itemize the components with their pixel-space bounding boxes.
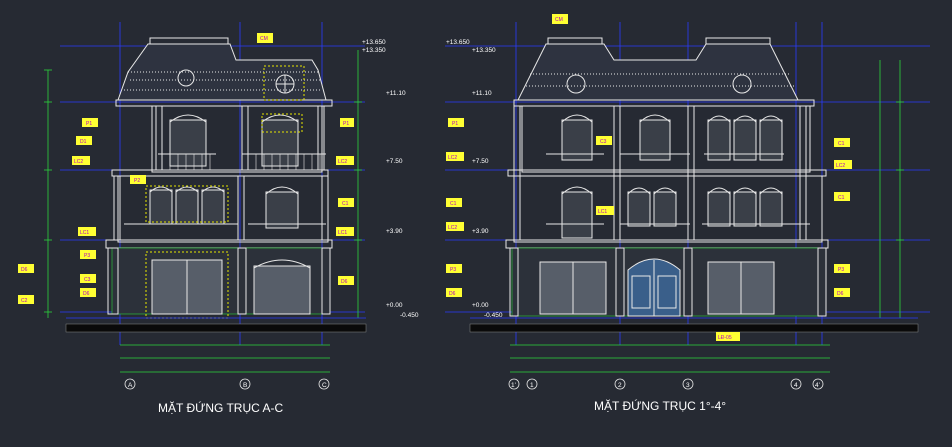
right-dimension-lines bbox=[510, 60, 904, 373]
tag-label: P3 bbox=[450, 267, 456, 273]
axis-label: 4' bbox=[815, 382, 820, 389]
tag-label: D6 bbox=[21, 267, 28, 273]
tag-label: D6 bbox=[83, 291, 90, 297]
axis-label: 2 bbox=[618, 382, 622, 389]
tag-label: LC2 bbox=[338, 159, 347, 165]
axis-label: B bbox=[243, 382, 247, 389]
left-level-label: +3.90 bbox=[386, 228, 403, 235]
left-level-label: -0.450 bbox=[400, 312, 419, 319]
axis-label: 1 bbox=[530, 382, 534, 389]
tag-label: P3 bbox=[84, 253, 90, 259]
right-level-label: +13.650 bbox=[446, 39, 470, 46]
tag-label: LC2 bbox=[448, 155, 457, 161]
right-level-label: +13.350 bbox=[472, 47, 496, 54]
tag-label: C3 bbox=[600, 139, 607, 145]
right-level-label: +7.50 bbox=[472, 158, 489, 165]
tag-label: C3 bbox=[84, 277, 91, 283]
left-level-label: +7.50 bbox=[386, 158, 403, 165]
tag-label: P1 bbox=[86, 121, 92, 127]
right-elevation: +13.650 +13.350 +11.10 +7.50 +3.90 +0.00… bbox=[445, 14, 930, 413]
left-axis-markers bbox=[124, 378, 330, 390]
left-elevation: +13.650 +13.350 +11.10 +7.50 +3.90 +0.00… bbox=[18, 22, 419, 415]
tag-label: D1 bbox=[80, 139, 87, 145]
left-level-label: +13.650 bbox=[362, 39, 386, 46]
left-level-label: +13.350 bbox=[362, 47, 386, 54]
tag-label: C1 bbox=[838, 141, 845, 147]
tag-label: LĐ-05 bbox=[718, 335, 732, 341]
tag-label: D6 bbox=[837, 291, 844, 297]
tag-label: P2 bbox=[134, 178, 140, 184]
tag-label: LC2 bbox=[74, 159, 83, 165]
tag-label: LC2 bbox=[448, 225, 457, 231]
right-level-label: +11.10 bbox=[472, 90, 492, 97]
axis-label: 3 bbox=[686, 382, 690, 389]
tag-label: C2 bbox=[21, 298, 28, 304]
axis-label: C bbox=[322, 382, 327, 389]
tag-label: LC1 bbox=[80, 230, 89, 236]
left-building bbox=[105, 37, 333, 315]
left-tags: CM P1 D1 LC2 P1 LC2 P2 C1 LC1 LC1 P3 D6 … bbox=[18, 33, 354, 304]
axis-label: 4 bbox=[794, 382, 798, 389]
left-level-label: +0.00 bbox=[386, 302, 403, 309]
tag-label: LC1 bbox=[338, 230, 347, 236]
right-level-label: +0.00 bbox=[472, 302, 489, 309]
tag-label: C1 bbox=[450, 201, 457, 207]
axis-label: 1' bbox=[511, 382, 516, 389]
left-dimension-lines bbox=[44, 50, 362, 373]
right-level-label: -0.450 bbox=[484, 312, 503, 319]
left-ground bbox=[65, 323, 367, 333]
tag-label: C1 bbox=[838, 195, 845, 201]
tag-label: P1 bbox=[343, 121, 349, 127]
tag-label: CM bbox=[260, 36, 268, 42]
right-elevation-title: MẶT ĐỨNG TRỤC 1°-4° bbox=[594, 398, 726, 413]
tag-label: LC2 bbox=[836, 163, 845, 169]
right-ground bbox=[469, 323, 919, 333]
tag-label: LC1 bbox=[598, 209, 607, 215]
tag-label: CM bbox=[555, 17, 563, 23]
right-axis-markers bbox=[508, 378, 824, 390]
right-level-label: +3.90 bbox=[472, 228, 489, 235]
axis-label: A bbox=[128, 382, 133, 389]
tag-label: C1 bbox=[342, 201, 349, 207]
tag-label: D6 bbox=[341, 279, 348, 285]
right-building bbox=[505, 37, 829, 317]
left-level-label: +11.10 bbox=[386, 90, 406, 97]
tag-label: D6 bbox=[449, 291, 456, 297]
tag-label: P3 bbox=[838, 267, 844, 273]
left-elevation-title: MẶT ĐỨNG TRỤC A-C bbox=[158, 400, 283, 415]
tag-label: P1 bbox=[452, 121, 458, 127]
right-tags: CM P1 C3 LC2 C1 LC1 LC2 P3 D6 C1 LC2 C1 … bbox=[446, 14, 852, 341]
